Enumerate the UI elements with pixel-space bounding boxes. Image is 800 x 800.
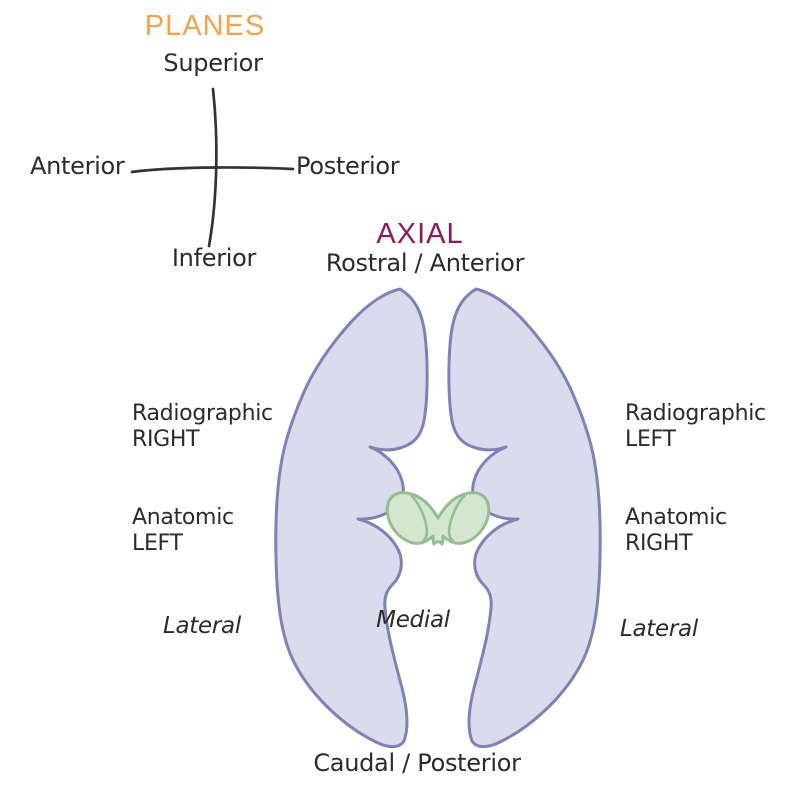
- axial-brain-illustration: [274, 287, 602, 749]
- anatomic-right-line1: Anatomic: [625, 505, 727, 530]
- superior-label: Superior: [163, 49, 263, 77]
- radiographic-left-line1: Radiographic: [625, 401, 766, 426]
- radiographic-right-line2: RIGHT: [132, 427, 200, 452]
- rostral-anterior-label: Rostral / Anterior: [325, 249, 525, 277]
- radiographic-right-line1: Radiographic: [132, 401, 273, 426]
- anatomic-left-line1: Anatomic: [132, 505, 234, 530]
- cross-horizontal-line: [130, 166, 295, 174]
- anatomic-right-label: Anatomic RIGHT: [625, 505, 727, 557]
- radiographic-left-line2: LEFT: [625, 427, 676, 452]
- radiographic-left-label: Radiographic LEFT: [625, 401, 766, 453]
- medial-label: Medial: [376, 607, 450, 633]
- hemisphere-left-shape: [274, 287, 429, 749]
- inferior-label: Inferior: [171, 244, 257, 272]
- anatomic-right-line2: RIGHT: [625, 531, 693, 556]
- lateral-right-label: Lateral: [620, 616, 698, 642]
- radiographic-right-label: Radiographic RIGHT: [132, 401, 273, 453]
- anatomic-left-line2: LEFT: [132, 531, 183, 556]
- anatomic-left-label: Anatomic LEFT: [132, 505, 234, 557]
- midbrain-outline: [385, 491, 491, 546]
- posterior-label: Posterior: [296, 152, 400, 180]
- axial-title: AXIAL: [376, 218, 464, 250]
- caudal-posterior-label: Caudal / Posterior: [313, 749, 521, 777]
- cross-vertical-line: [207, 87, 218, 248]
- planes-title: PLANES: [144, 10, 266, 42]
- lateral-left-label: Lateral: [163, 613, 241, 639]
- anterior-label: Anterior: [30, 152, 125, 180]
- planes-cross: [130, 87, 295, 248]
- midbrain-fold-line-left: [410, 494, 429, 543]
